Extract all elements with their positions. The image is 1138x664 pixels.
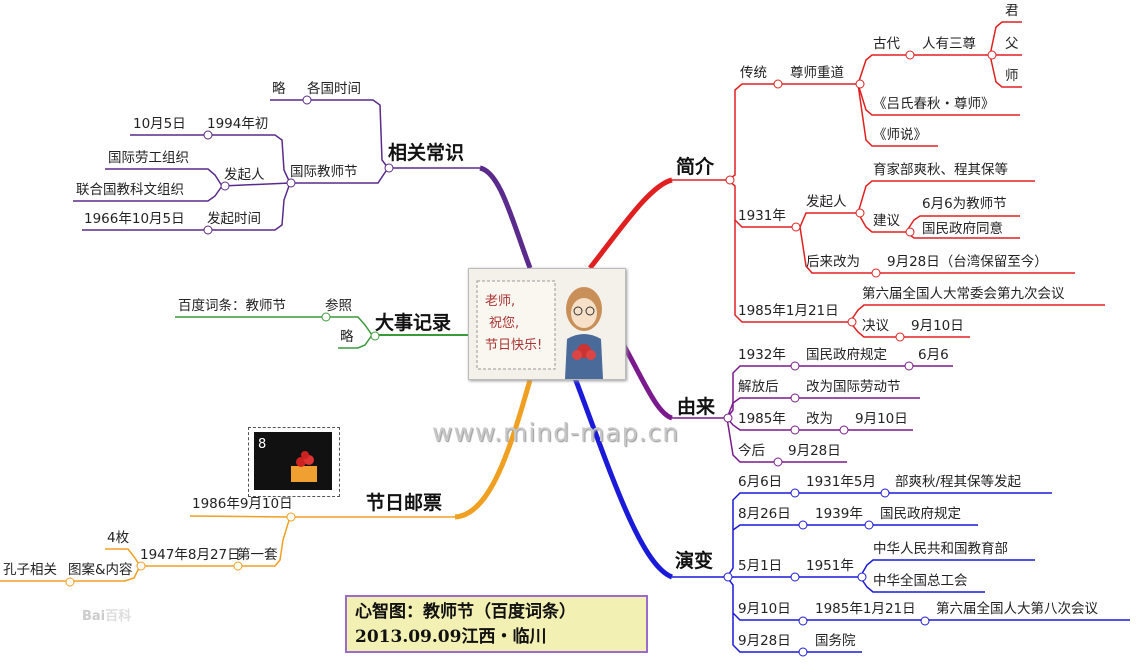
- node[interactable]: 育家部爽秋、程其保等: [873, 162, 1008, 178]
- node[interactable]: 人有三尊: [922, 36, 976, 52]
- node[interactable]: 国民政府规定: [880, 506, 961, 522]
- node[interactable]: 国民政府规定: [806, 347, 887, 363]
- node[interactable]: 5月1日: [738, 558, 783, 574]
- central-teacher-illustration: 老师, 祝您, 节日快乐!: [468, 268, 626, 380]
- node[interactable]: 8月26日: [738, 506, 791, 522]
- node[interactable]: 9月28日（台湾保留至今）: [887, 254, 1048, 270]
- topic-stamps[interactable]: 节日邮票: [366, 492, 443, 514]
- stamp-image: 8: [248, 427, 340, 497]
- svg-text:8: 8: [258, 437, 266, 452]
- caption-line-1: 心智图：教师节（百度词条）: [355, 602, 576, 622]
- node[interactable]: 1985年1月21日: [815, 601, 916, 617]
- svg-text:节日快乐!: 节日快乐!: [485, 338, 542, 353]
- node[interactable]: 6月6: [918, 347, 949, 363]
- node[interactable]: 部爽秋/程其保等发起: [895, 474, 1022, 490]
- node[interactable]: 10月5日: [133, 116, 186, 132]
- node[interactable]: 改为: [806, 411, 833, 427]
- svg-text:老师,: 老师,: [485, 294, 515, 309]
- node[interactable]: 孔子相关: [3, 562, 57, 578]
- node[interactable]: 1939年: [815, 506, 863, 522]
- node[interactable]: 1994年初: [207, 116, 269, 132]
- node[interactable]: 中华全国总工会: [873, 573, 968, 589]
- node[interactable]: 4枚: [107, 530, 130, 546]
- node-circles: [65, 50, 997, 657]
- stamp-drawing: 8: [254, 432, 332, 490]
- node[interactable]: 发起人: [806, 194, 847, 210]
- caption-box: 心智图：教师节（百度词条） 2013.09.09江西・临川: [345, 595, 648, 653]
- node[interactable]: 尊师重道: [790, 65, 844, 81]
- evolution-branch-lines: [572, 377, 1130, 653]
- svg-text:祝您,: 祝您,: [489, 315, 519, 331]
- node[interactable]: 图案&内容: [68, 562, 133, 578]
- node[interactable]: 后来改为: [806, 254, 860, 270]
- node[interactable]: 建议: [873, 213, 900, 229]
- node[interactable]: 改为国际劳动节: [806, 379, 901, 395]
- node[interactable]: 9月10日: [855, 411, 908, 427]
- node[interactable]: 1985年1月21日: [738, 303, 839, 319]
- node[interactable]: 1951年: [806, 558, 854, 574]
- node[interactable]: 9月10日: [911, 318, 964, 334]
- node[interactable]: 父: [1005, 36, 1019, 52]
- node[interactable]: 发起人: [224, 167, 265, 183]
- node[interactable]: 9月10日: [738, 601, 791, 617]
- node[interactable]: 9月28日: [788, 443, 841, 459]
- events-branch-lines: [175, 316, 470, 349]
- node[interactable]: 6月6为教师节: [922, 196, 1007, 212]
- node[interactable]: 各国时间: [307, 81, 361, 97]
- watermark: www.mind-map.cn: [432, 418, 680, 447]
- node[interactable]: 1947年8月27日: [140, 547, 241, 563]
- node[interactable]: 《师说》: [873, 127, 927, 143]
- node[interactable]: 决议: [862, 318, 889, 334]
- caption-line-2: 2013.09.09江西・临川: [355, 627, 547, 647]
- node[interactable]: 传统: [740, 65, 767, 81]
- topic-knowledge[interactable]: 相关常识: [388, 142, 465, 164]
- node[interactable]: 1986年9月10日: [192, 496, 293, 512]
- node[interactable]: 第六届全国人大第八次会议: [936, 601, 1098, 617]
- node[interactable]: 师: [1005, 68, 1019, 84]
- node[interactable]: 解放后: [738, 379, 779, 395]
- node[interactable]: 国际教师节: [290, 164, 358, 180]
- node[interactable]: 1932年: [738, 347, 786, 363]
- topic-events[interactable]: 大事记录: [375, 312, 452, 334]
- node[interactable]: 中华人民共和国教育部: [873, 541, 1008, 557]
- node[interactable]: 联合国教科文组织: [76, 182, 184, 198]
- node[interactable]: 1931年: [738, 208, 786, 224]
- node[interactable]: 国务院: [815, 633, 856, 649]
- node[interactable]: 参照: [325, 298, 352, 314]
- node[interactable]: 古代: [873, 36, 900, 52]
- node[interactable]: 君: [1005, 3, 1019, 19]
- node[interactable]: 发起时间: [207, 211, 261, 227]
- node[interactable]: 略: [340, 329, 354, 345]
- node[interactable]: 第一套: [237, 547, 278, 563]
- topic-origin[interactable]: 由来: [677, 396, 716, 418]
- node[interactable]: 《吕氏春秋・尊师》: [873, 96, 995, 112]
- node[interactable]: 9月28日: [738, 633, 791, 649]
- teacher-drawing: 老师, 祝您, 节日快乐!: [476, 280, 603, 379]
- node[interactable]: 第六届全国人大常委会第九次会议: [862, 286, 1065, 302]
- node[interactable]: 百度词条：教师节: [178, 298, 286, 314]
- topic-evolution[interactable]: 演变: [675, 550, 714, 572]
- node[interactable]: 今后: [738, 443, 765, 459]
- baidu-logo: Bai百科: [82, 609, 132, 624]
- node[interactable]: 1931年5月: [806, 474, 876, 490]
- node[interactable]: 略: [272, 81, 286, 97]
- node[interactable]: 1985年: [738, 411, 786, 427]
- node[interactable]: 6月6日: [738, 474, 783, 490]
- node[interactable]: 国际劳工组织: [108, 150, 189, 166]
- topic-intro[interactable]: 简介: [676, 156, 715, 178]
- node[interactable]: 1966年10月5日: [84, 211, 185, 227]
- node[interactable]: 国民政府同意: [922, 221, 1003, 237]
